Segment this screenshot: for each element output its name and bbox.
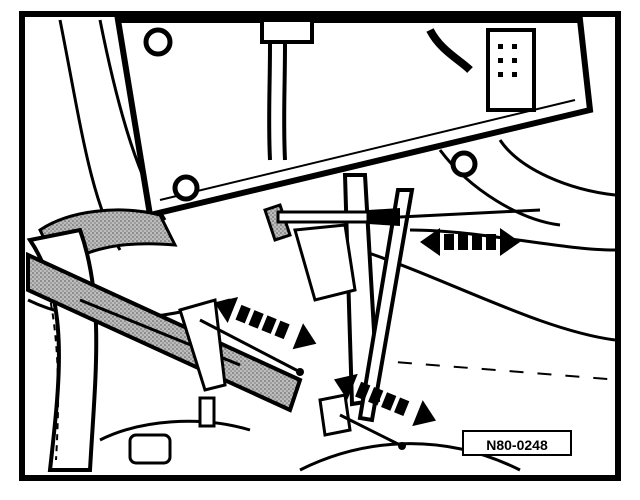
lower-fitting bbox=[128, 396, 216, 465]
bolt-icon bbox=[143, 27, 173, 57]
double-arrow-icon bbox=[214, 297, 317, 350]
bolt-icon bbox=[172, 174, 200, 202]
connector-block bbox=[486, 28, 536, 112]
connector-plug bbox=[260, 18, 314, 44]
bolt-icon bbox=[450, 150, 478, 178]
diagonal-rail bbox=[26, 251, 304, 413]
double-arrow-icon bbox=[420, 228, 520, 256]
retaining-clip bbox=[318, 393, 406, 450]
figure-reference-label: N80-0248 bbox=[462, 430, 572, 456]
control-unit-bracket bbox=[114, 17, 594, 219]
double-arrow-icon bbox=[334, 373, 436, 427]
screwdriver-icon bbox=[263, 203, 541, 302]
